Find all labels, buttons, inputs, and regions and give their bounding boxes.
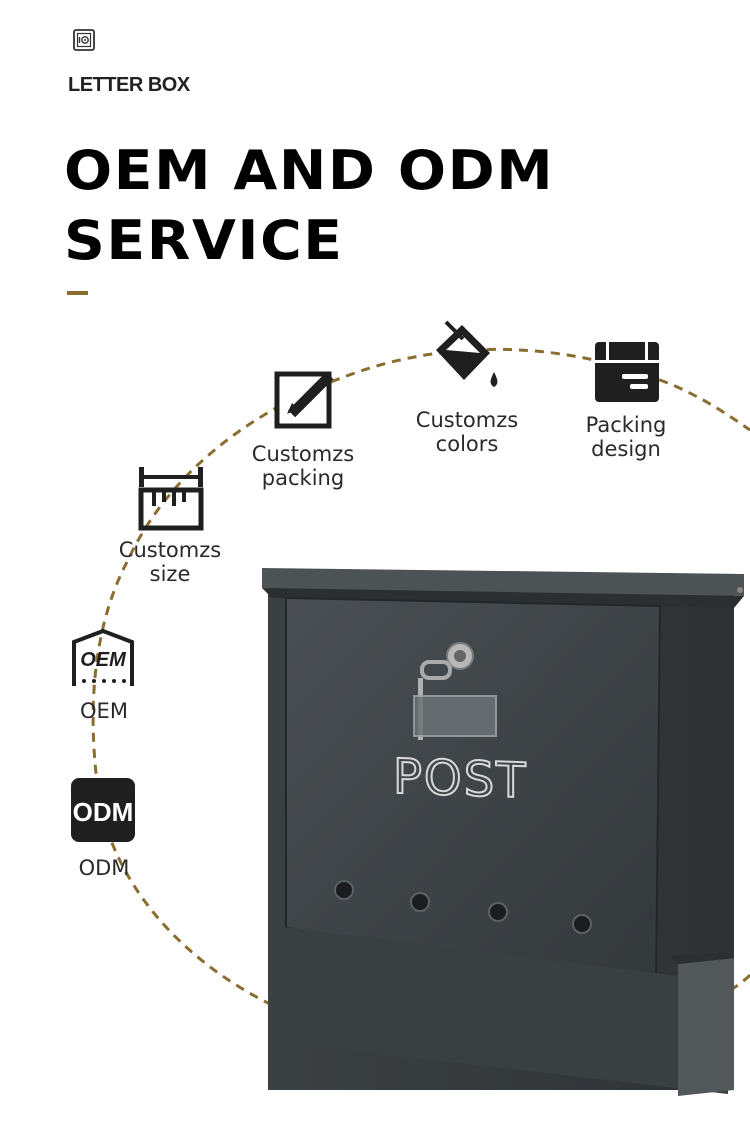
feature-label-odm: ODM (78, 856, 130, 880)
safe-icon (73, 29, 95, 51)
page-title: OEM AND ODM SERVICE (64, 136, 554, 276)
title-accent-line (67, 291, 88, 295)
oem-badge-icon: OEM (72, 628, 134, 686)
pencil-edit-icon (274, 371, 334, 429)
post-engraving: POST (393, 749, 527, 810)
ruler-icon (138, 467, 204, 531)
title-line-2: SERVICE (64, 209, 344, 272)
brand-name: LETTER BOX (68, 74, 190, 96)
title-line-1: OEM AND ODM (64, 139, 555, 202)
letter-box-image: POST (262, 568, 744, 1096)
box-icon (595, 340, 659, 402)
feature-label-oem: OEM (80, 699, 128, 723)
paint-bucket-icon (436, 320, 498, 387)
svg-text:ODM: ODM (73, 797, 134, 827)
odm-badge-icon: ODM (71, 778, 135, 842)
svg-text:OEM: OEM (80, 649, 127, 671)
